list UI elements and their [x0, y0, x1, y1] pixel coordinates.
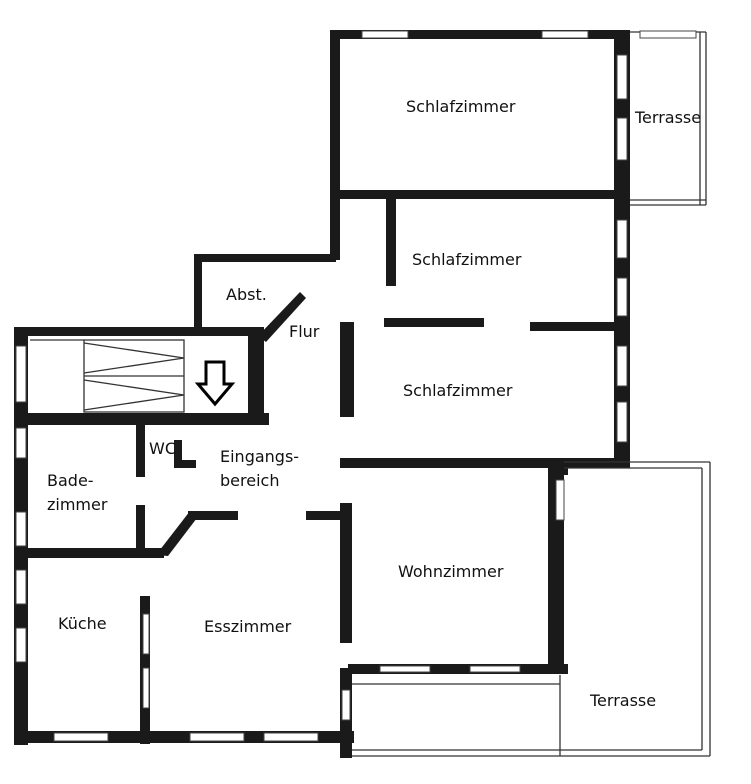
label-eingang-line2: bereich — [220, 471, 279, 490]
terrace-outlines — [352, 31, 711, 757]
walls — [14, 30, 630, 758]
room-labels: Schlafzimmer Terrasse Schlafzimmer Abst.… — [47, 97, 701, 710]
label-abst: Abst. — [226, 285, 267, 304]
label-flur: Flur — [289, 322, 320, 341]
label-schlafzimmer-2: Schlafzimmer — [412, 250, 522, 269]
label-wohnzimmer: Wohnzimmer — [398, 562, 504, 581]
storage-racks — [30, 339, 185, 413]
label-schlafzimmer-3: Schlafzimmer — [403, 381, 513, 400]
windows — [15, 30, 697, 742]
label-terrasse-top: Terrasse — [634, 108, 701, 127]
label-schlafzimmer-1: Schlafzimmer — [406, 97, 516, 116]
label-bad-line2: zimmer — [47, 495, 108, 514]
label-bad-line1: Bade- — [47, 471, 94, 490]
label-kueche: Küche — [58, 614, 107, 633]
label-eingang-line1: Eingangs- — [220, 447, 299, 466]
diagonal-walls — [156, 292, 306, 556]
label-terrasse-bottom: Terrasse — [589, 691, 656, 710]
label-wc: WC — [149, 439, 176, 458]
down-arrow-icon — [194, 360, 236, 407]
label-esszimmer: Esszimmer — [204, 617, 292, 636]
